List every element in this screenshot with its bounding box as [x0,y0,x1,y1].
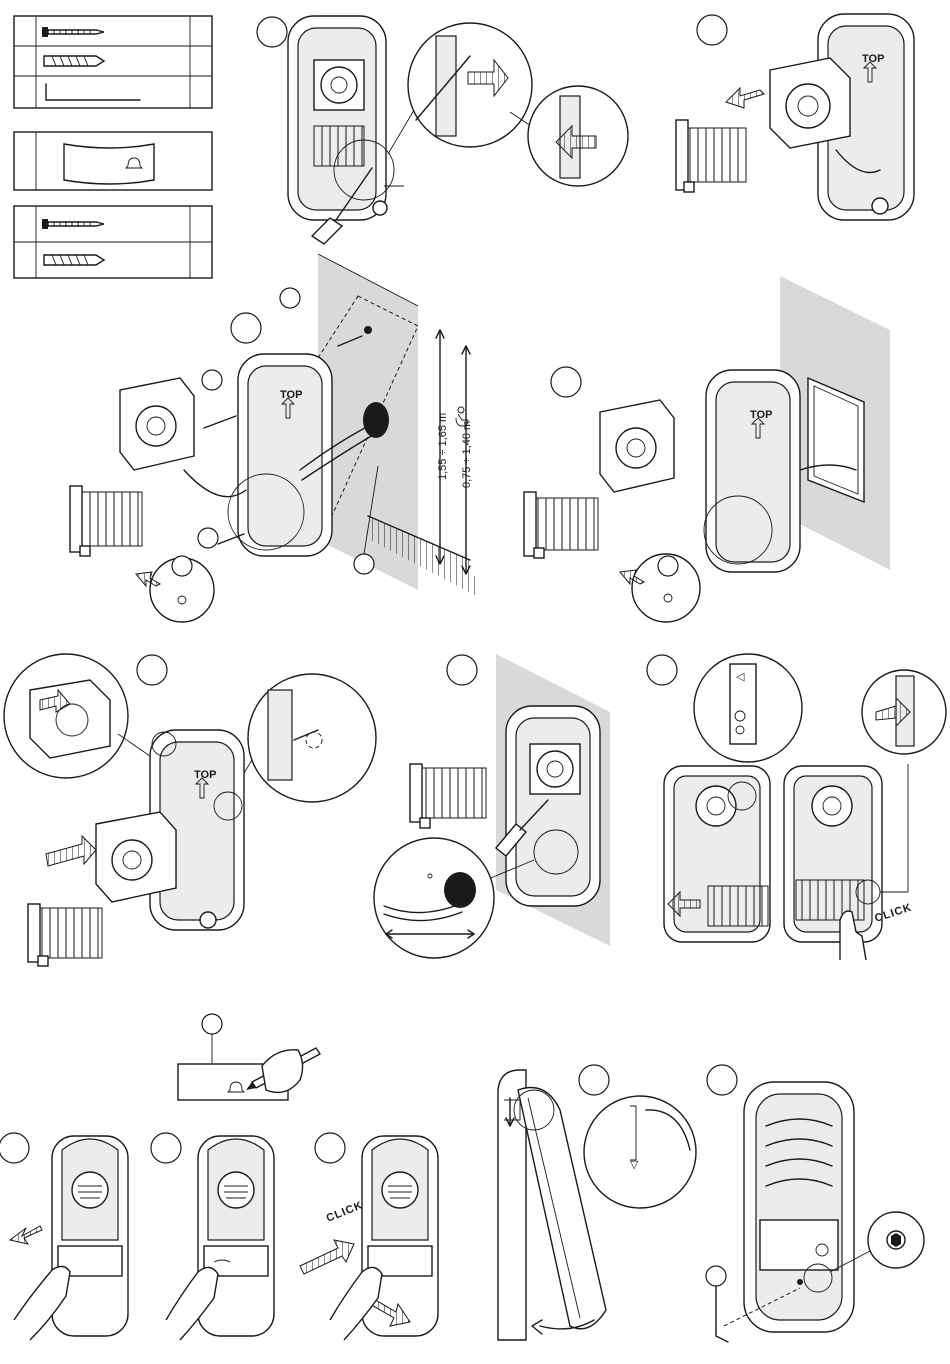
step-remove-card-window [0,1133,128,1340]
step-click-modules: ◁ CLICK [647,654,946,960]
speaker-icon [616,428,656,468]
step-refit-card-window: CLICK [300,1133,438,1340]
top-label: TOP [280,389,302,401]
step-marker [315,1133,345,1163]
speaker-icon [786,84,830,128]
top-label: TOP [194,769,216,781]
svg-text:◁: ◁ [736,671,745,683]
housing-side [498,1070,526,1340]
grille [382,1172,418,1208]
button-module [796,880,864,920]
step-marker [551,367,581,397]
svg-text:▽: ▽ [630,1159,639,1171]
arrow-icon [300,1240,354,1274]
speaker-icon [136,406,176,446]
click-label: CLICK [325,1199,365,1225]
part-marker [202,370,222,390]
arrow-icon [46,836,96,866]
button-module [70,486,142,556]
step-marker [707,1065,737,1095]
hand-icon [262,1050,303,1093]
step-marker [137,655,167,685]
cable-hole [444,872,476,908]
arrow-icon [726,88,764,108]
arrow-icon [532,1320,542,1334]
grille [218,1172,254,1208]
arrow-icon [10,1226,42,1244]
step-flush-mounting: TOP [524,276,890,622]
parts-legend [14,16,212,278]
speaker-icon [812,786,852,826]
step-marker [231,313,261,343]
part-marker [706,1266,726,1286]
button-module [524,492,598,558]
lock-screw [797,1279,803,1285]
part-marker [198,528,218,548]
button-module [676,120,746,192]
step-marker [697,15,727,45]
step-marker [151,1133,181,1163]
speaker-icon [696,786,736,826]
step-fit-front-cover: ▽ [498,1065,696,1340]
height-total-label: 1,55 ÷ 1,65 m [437,413,449,480]
wall-plug-icon [44,56,104,66]
step-lock-cover [706,1065,924,1342]
button-module [410,764,486,828]
speaker-icon [537,751,573,787]
step-write-name-card [178,1014,320,1100]
step-marker [0,1133,29,1163]
step-marker [647,655,677,685]
screw-icon [204,416,236,428]
step-open-housing [257,16,628,244]
part-marker [202,1014,222,1034]
step-marker [257,17,287,47]
top-label: TOP [862,53,884,65]
step-insert-card [151,1133,274,1340]
part-marker [172,556,192,576]
name-card-icon [64,144,154,184]
step-insert-module: TOP [4,654,376,966]
speaker-icon [112,840,152,880]
wall-plug-icon [44,255,104,265]
part-marker [280,288,300,308]
height-access-label: 0,75 ÷ 1,40 m [461,421,473,488]
detail-zoom [248,674,376,802]
speaker-icon [321,67,357,103]
step-remove-module: TOP [676,14,914,220]
grille [72,1172,108,1208]
detail-zoom [408,23,532,147]
step-marker [579,1065,609,1095]
part-marker [658,556,678,576]
card-window [760,1220,838,1270]
detail-zoom [374,838,494,958]
step-cable-routing [374,654,610,958]
part-marker [354,554,374,574]
detail-zoom [584,1096,696,1208]
step-wall-mounting: TOP 1,55 ÷ 1,65 m 0,75 ÷ 1,40 m [70,254,480,622]
top-label: TOP [750,409,772,421]
step-marker [447,655,477,685]
button-module [708,886,768,926]
button-module [28,904,102,966]
